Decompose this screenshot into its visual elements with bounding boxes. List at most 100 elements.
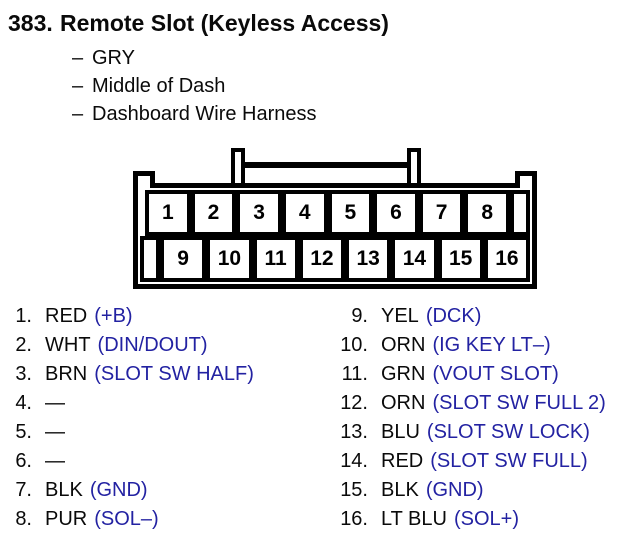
pin-function: (SLOT SW LOCK) [426,421,590,443]
pin-cavity-14: 14 [391,236,438,282]
pin-number: 16. [340,508,368,530]
pin-cavity-3: 3 [236,190,282,236]
pin-cavity-2: 2 [190,190,237,236]
pin-cavity-11: 11 [252,236,299,282]
pin-number: 3. [15,363,32,385]
pin-number: 1. [15,305,32,327]
pin-function: (GND) [425,479,484,501]
wire-color: BLK [45,479,83,501]
wire-color: ORN [381,392,426,414]
pin-number: 13. [340,421,368,443]
wire-color: RED [381,450,424,472]
pin-row-7: 7. BLK (GND) [0,476,254,505]
bullet-dash: – [72,47,84,69]
pinout-list-right: 9. YEL (DCK) 10. ORN (IG KEY LT–) 11. GRN (VOU… [300,302,606,534]
pin-function: (SLOT SW HALF) [94,363,254,385]
pin-number: 5. [15,421,32,443]
pin-row-4: 4. — [0,389,254,418]
pin-number: 2. [15,334,32,356]
pinout-list-left: 1. RED (+B) 2. WHT (DIN/DOUT) 3. BRN (SLOT SW … [0,302,254,534]
pin-function: (SLOT SW FULL 2) [432,392,606,414]
pin-row-9: 9. YEL (DCK) [300,302,606,331]
wire-color: — [45,421,65,443]
wire-color: BRN [45,363,88,385]
pin-row-2: 2. WHT (DIN/DOUT) [0,331,254,360]
pin-cavity-1: 1 [145,190,191,236]
pin-number: 8. [15,508,32,530]
wire-color: BLK [381,479,419,501]
connector-diagram: 1 2 3 4 5 6 7 8 9 10 11 12 13 14 15 16 [133,146,537,289]
pin-function: (DIN/DOUT) [97,334,208,356]
pin-number: 10. [340,334,368,356]
section-number: 383. [8,10,53,36]
pin-function: (DCK) [425,305,482,327]
wire-color: — [45,392,65,414]
pin-cavity-16: 16 [483,236,530,282]
pin-function: (+B) [94,305,133,327]
pin-number: 12. [340,392,368,414]
pin-number: 4. [15,392,32,414]
connector-body: 1 2 3 4 5 6 7 8 9 10 11 12 13 14 15 16 [133,183,537,289]
pin-function: (VOUT SLOT) [432,363,559,385]
section-heading: 383. Remote Slot (Keyless Access) [8,10,389,37]
pin-cavity-8: 8 [464,190,510,236]
list-item: –Dashboard Wire Harness [72,100,317,128]
blank-cavity-left [140,236,160,282]
pin-cavity-13: 13 [345,236,392,282]
pin-row-6: 6. — [0,447,254,476]
pin-number: 11. [341,363,368,385]
connector-top-row: 1 2 3 4 5 6 7 8 [140,190,530,236]
pin-function: (SOL+) [453,508,519,530]
connector-harness-label: Dashboard Wire Harness [92,103,317,125]
pin-row-16: 16. LT BLU (SOL+) [300,505,606,534]
pin-cavity-7: 7 [418,190,465,236]
wire-color: — [45,450,65,472]
list-item: –Middle of Dash [72,72,317,100]
pin-function: (SLOT SW FULL) [430,450,588,472]
connector-color-label: GRY [92,47,135,69]
page-title: Remote Slot (Keyless Access) [60,10,389,36]
wire-color: GRN [381,363,426,385]
wire-color: RED [45,305,88,327]
pin-row-10: 10. ORN (IG KEY LT–) [300,331,606,360]
pin-number: 9. [351,305,368,327]
pin-cavity-5: 5 [327,190,374,236]
pin-cavity-10: 10 [206,236,253,282]
pin-number: 6. [15,450,32,472]
connector-bottom-row: 9 10 11 12 13 14 15 16 [140,236,530,282]
pin-row-5: 5. — [0,418,254,447]
connector-attributes-list: –GRY –Middle of Dash –Dashboard Wire Har… [72,44,317,128]
pin-number: 7. [15,479,32,501]
pin-number: 15. [340,479,368,501]
pin-row-8: 8. PUR (SOL–) [0,505,254,534]
pin-cavity-6: 6 [373,190,419,236]
wire-color: WHT [45,334,91,356]
wire-color: BLU [381,421,420,443]
pin-function: (GND) [89,479,148,501]
list-item: –GRY [72,44,317,72]
pin-cavity-9: 9 [160,236,207,282]
wire-color: LT BLU [381,508,447,530]
pin-row-11: 11. GRN (VOUT SLOT) [300,360,606,389]
connector-latch-post-left [231,148,245,183]
pin-cavity-15: 15 [437,236,484,282]
connector-location-label: Middle of Dash [92,75,226,97]
pin-function: (SOL–) [94,508,159,530]
pin-row-15: 15. BLK (GND) [300,476,606,505]
pin-cavity-4: 4 [281,190,328,236]
blank-cavity-right [510,190,530,236]
connector-tab-right [515,171,537,188]
bullet-dash: – [72,75,84,97]
pin-row-13: 13. BLU (SLOT SW LOCK) [300,418,606,447]
connector-tab-left [133,171,155,188]
connector-latch-post-right [407,148,421,183]
pin-function: (IG KEY LT–) [432,334,551,356]
pin-cavity-12: 12 [298,236,345,282]
wire-color: ORN [381,334,426,356]
pin-row-1: 1. RED (+B) [0,302,254,331]
wire-color: YEL [381,305,419,327]
pin-row-3: 3. BRN (SLOT SW HALF) [0,360,254,389]
bullet-dash: – [72,103,84,125]
wire-color: PUR [45,508,88,530]
